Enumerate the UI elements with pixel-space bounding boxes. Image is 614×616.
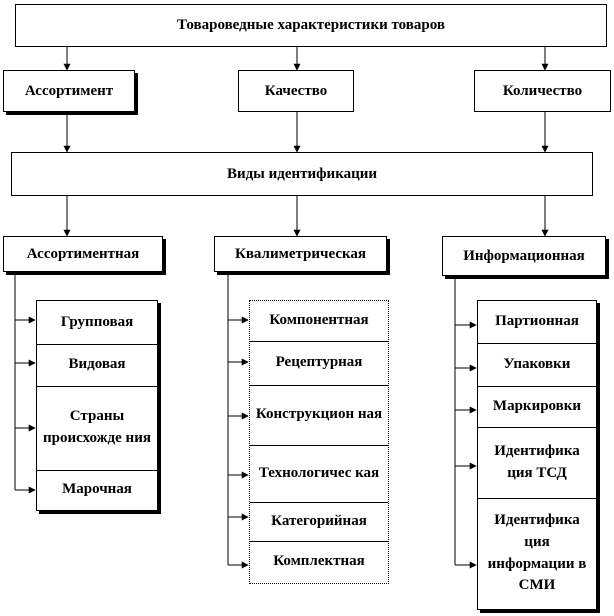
information-item-packaging: Упаковки [503, 355, 571, 372]
information-item-media: Идентифика ция информации в СМИ [487, 512, 587, 594]
qualimetric-item-technology: Технологичес кая [258, 464, 380, 481]
divider [478, 343, 596, 344]
information-item-tsd: Идентифика ция ТСД [494, 442, 580, 481]
type-label: Ассортиментная [26, 245, 140, 262]
divider [250, 385, 388, 386]
qualimetric-item-component: Компонентная [269, 312, 369, 329]
type-qualimetric: Квалиметрическая [214, 236, 387, 272]
divider [37, 344, 157, 345]
assortment-item-species: Видовая [68, 356, 126, 373]
qualimetric-item-category: Категорийная [271, 512, 367, 529]
type-label: Информационная [463, 247, 585, 264]
information-item-batch: Партионная [495, 313, 579, 330]
diagram-title-box: Товароведные характеристики товаров [15, 4, 607, 47]
information-item-marking: Маркировки [492, 397, 582, 414]
characteristic-label: Ассортимент [24, 82, 114, 99]
diagram-title: Товароведные характеристики товаров [177, 17, 445, 34]
identification-title: Виды идентификации [226, 165, 378, 182]
assortment-item-group: Групповая [60, 313, 134, 330]
assortment-items-group: Групповая Видовая Страны происхожде ния … [36, 300, 158, 511]
assortment-item-origin: Страны происхожде ния [43, 408, 151, 446]
qualimetric-item-construction: Конструкцион ная [255, 406, 383, 423]
divider [478, 427, 596, 428]
divider [250, 541, 388, 542]
divider [250, 445, 388, 446]
divider [37, 470, 157, 471]
qualimetric-items-group: Компонентная Рецептурная Конструкцион на… [249, 300, 389, 584]
characteristic-assortment: Ассортимент [3, 70, 135, 112]
type-informational: Информационная [442, 236, 606, 276]
identification-box: Виды идентификации [11, 152, 593, 196]
information-items-group: Партионная Упаковки Маркировки Идентифик… [477, 300, 597, 610]
qualimetric-item-completeness: Комплектная [273, 553, 365, 570]
assortment-item-brand: Марочная [62, 481, 132, 498]
characteristic-label: Количество [502, 82, 583, 99]
divider [478, 386, 596, 387]
characteristic-quality: Качество [238, 70, 354, 112]
divider [37, 386, 157, 387]
type-label: Квалиметрическая [234, 245, 367, 262]
qualimetric-item-recipe: Рецептурная [275, 354, 363, 371]
type-assortment: Ассортиментная [3, 236, 163, 272]
divider [478, 498, 596, 499]
characteristic-label: Качество [264, 82, 328, 99]
characteristic-quantity: Количество [474, 70, 611, 112]
divider [250, 341, 388, 342]
divider [250, 502, 388, 503]
